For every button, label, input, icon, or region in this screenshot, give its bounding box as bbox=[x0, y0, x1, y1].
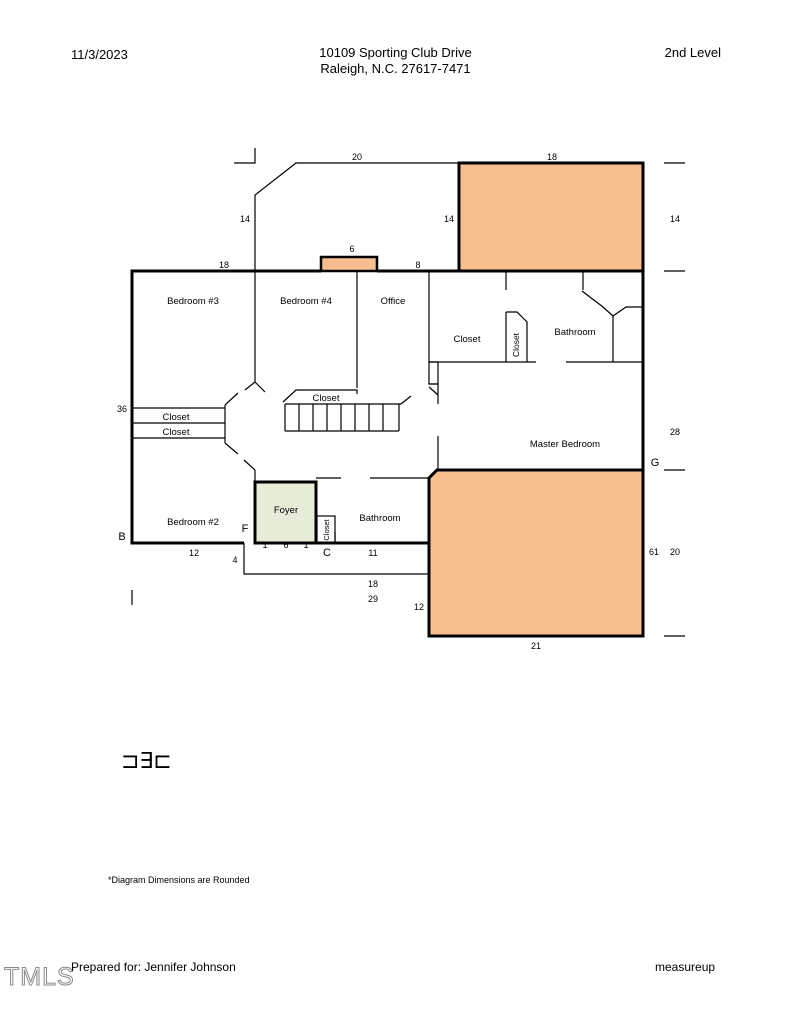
tmls-watermark: TMLS bbox=[4, 963, 75, 992]
dimension-label: 12 bbox=[414, 602, 424, 612]
dimension-label: 20 bbox=[352, 152, 362, 162]
room-bathroom-b: Bathroom bbox=[359, 513, 400, 524]
room-bedroom-2: Bedroom #2 bbox=[167, 517, 219, 528]
dimension-label: 14 bbox=[670, 214, 680, 224]
dimension-label: 6 bbox=[283, 540, 288, 550]
room-bathroom-a: Bathroom bbox=[554, 327, 595, 338]
dimension-label: 36 bbox=[117, 404, 127, 414]
interior-lines bbox=[131, 148, 685, 637]
address-block: 10109 Sporting Club Drive Raleigh, N.C. … bbox=[0, 45, 791, 77]
dimension-label: 28 bbox=[670, 427, 680, 437]
dimension-label: 6 bbox=[349, 244, 354, 254]
dimension-label: 29 bbox=[368, 594, 378, 604]
dimension-label: 1 bbox=[262, 540, 267, 550]
room-bedroom-3: Bedroom #3 bbox=[167, 296, 219, 307]
dimension-label: 21 bbox=[531, 641, 541, 651]
room-bedroom-4: Bedroom #4 bbox=[280, 296, 332, 307]
dimension-label: 14 bbox=[240, 214, 250, 224]
room-office: Office bbox=[381, 296, 406, 307]
level-label: 2nd Level bbox=[664, 45, 721, 60]
foyer-box bbox=[253, 480, 318, 545]
legend-glyph-icon: ⊐∃⊏ bbox=[121, 749, 172, 774]
dimension-label: 18 bbox=[547, 152, 557, 162]
prepared-for-label: Prepared for: Jennifer Johnson bbox=[71, 960, 236, 974]
dimensions-note: *Diagram Dimensions are Rounded bbox=[108, 875, 250, 885]
dimension-label: 18 bbox=[368, 579, 378, 589]
date-label: 11/3/2023 bbox=[71, 47, 128, 62]
room-closet-vertical-1: Closet bbox=[511, 332, 521, 357]
room-closet-left-1: Closet bbox=[163, 412, 190, 423]
room-closet-vertical-2: Closet bbox=[322, 518, 331, 540]
address-line-1: 10109 Sporting Club Drive bbox=[319, 45, 472, 60]
dimension-label: 8 bbox=[415, 260, 420, 270]
marker-f: F bbox=[242, 523, 249, 535]
marker-c: C bbox=[323, 547, 331, 559]
dimension-label: 4 bbox=[232, 555, 237, 565]
dimension-label: 61 bbox=[649, 547, 659, 557]
dimension-label: 11 bbox=[368, 548, 377, 558]
dimension-label: 14 bbox=[444, 214, 454, 224]
address-line-2: Raleigh, N.C. 27617-7471 bbox=[320, 61, 471, 76]
lower-right-deck bbox=[427, 468, 645, 638]
dimension-label: 20 bbox=[670, 547, 680, 557]
upper-right-deck bbox=[457, 161, 645, 273]
room-foyer: Foyer bbox=[274, 505, 298, 516]
brand-label: measureup bbox=[655, 960, 716, 974]
dimension-label: 1 bbox=[303, 540, 308, 550]
room-master-bedroom: Master Bedroom bbox=[530, 439, 600, 450]
marker-b: B bbox=[118, 531, 125, 543]
room-closet-a: Closet bbox=[454, 334, 481, 345]
dimension-label: 12 bbox=[189, 548, 199, 558]
dimension-label: 18 bbox=[219, 260, 229, 270]
bump-out bbox=[319, 255, 379, 273]
room-closet-left-2: Closet bbox=[163, 427, 190, 438]
marker-g: G bbox=[651, 457, 660, 469]
room-closet-mid: Closet bbox=[313, 393, 340, 404]
